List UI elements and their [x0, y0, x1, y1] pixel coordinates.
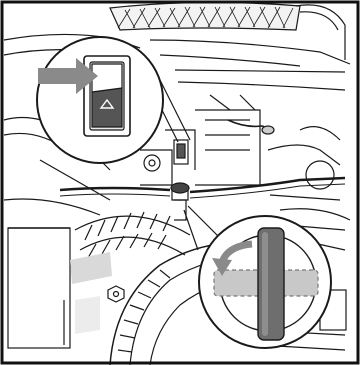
rocker-switch	[84, 56, 130, 136]
fuel-line	[60, 178, 345, 220]
switch-callout	[37, 37, 163, 163]
carburetor-area	[140, 95, 340, 200]
valve-callout	[199, 216, 331, 348]
bolt	[108, 286, 124, 302]
cooling-fins	[75, 212, 190, 258]
valve-lever	[258, 228, 284, 340]
mesh-grille	[110, 2, 300, 30]
